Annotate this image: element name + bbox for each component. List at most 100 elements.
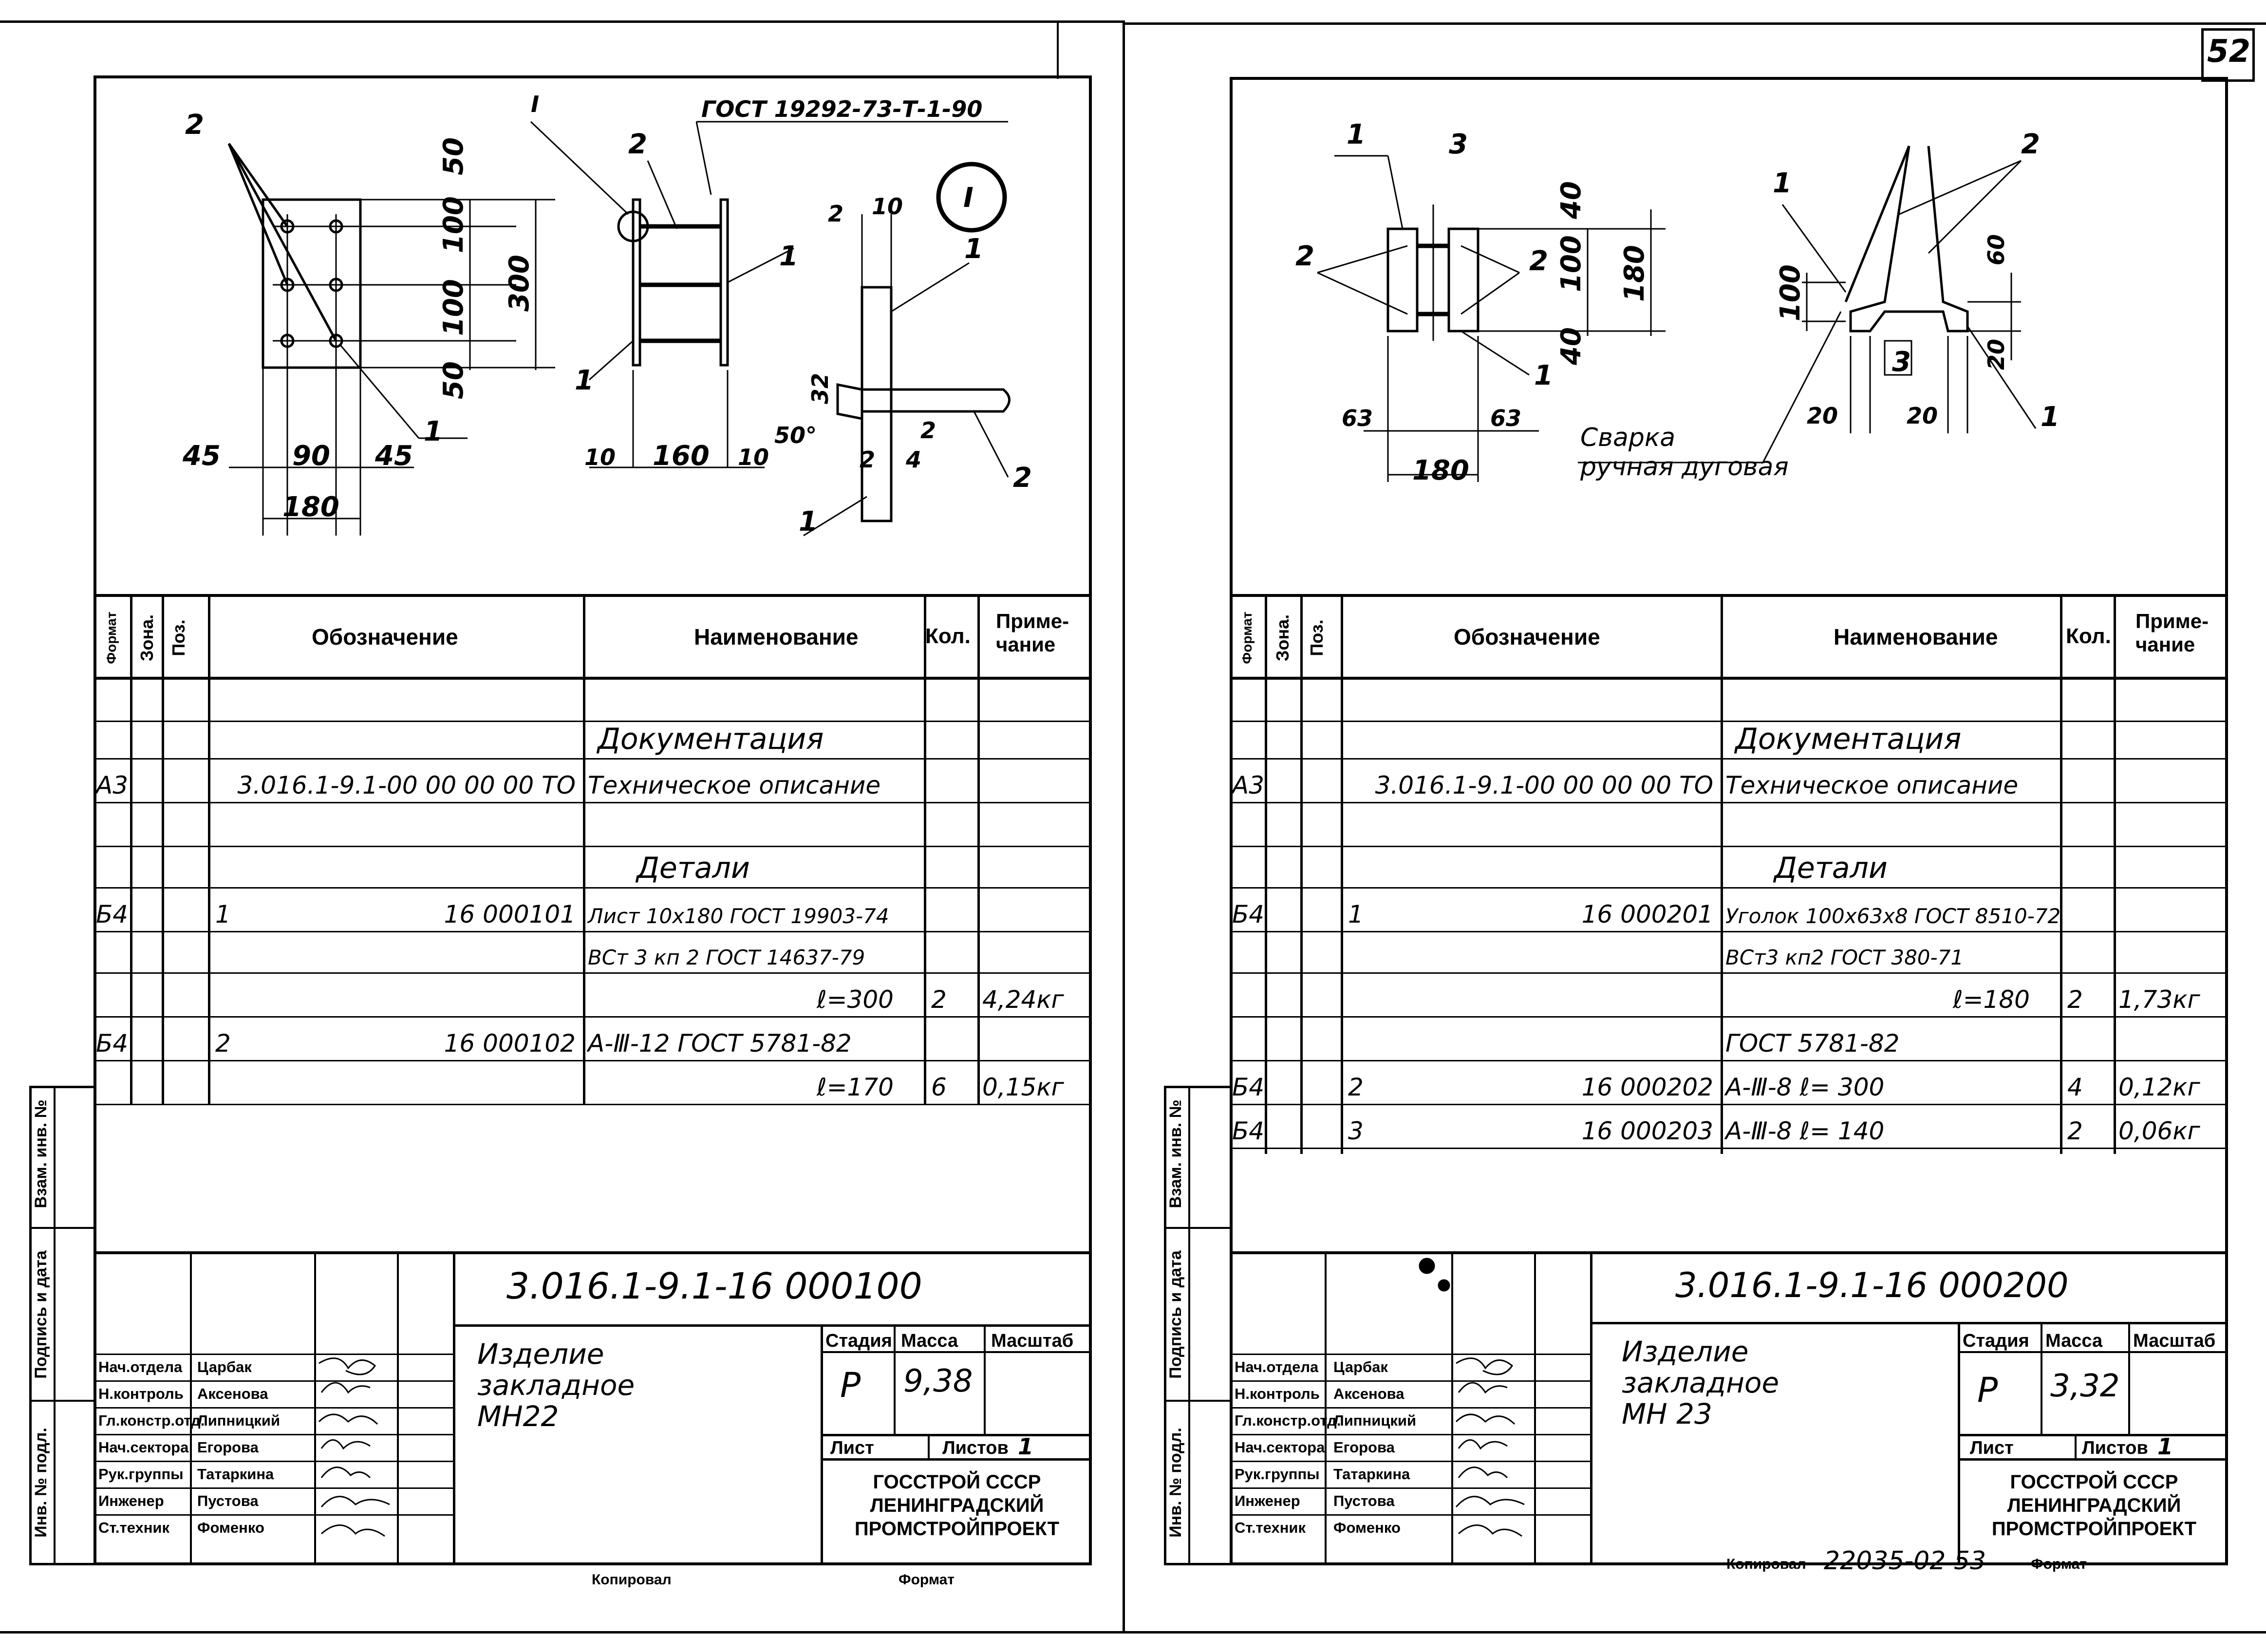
right-tb-sheet-line2 bbox=[1958, 1458, 2228, 1461]
right-tb-v2 bbox=[1958, 1322, 1960, 1565]
left-org: ГОССТРОЙ СССР ЛЕНИНГРАДСКИЙ ПРОМСТРОЙПРО… bbox=[854, 1471, 1060, 1540]
right-hdr-name: Наименование bbox=[1834, 624, 1998, 650]
right-role-name: Липницкий bbox=[1333, 1412, 1417, 1429]
right-row-note: 0,12кг bbox=[2118, 1073, 2200, 1101]
right-row-format: Б4 bbox=[1232, 1117, 1265, 1145]
left-spec-header-bottom bbox=[94, 677, 1092, 680]
right-row-pos: 1 bbox=[1348, 900, 1364, 928]
dim-160: 160 bbox=[653, 440, 710, 472]
left-hdr-note: Приме- чание bbox=[996, 610, 1069, 656]
left-tb-sheet-line bbox=[821, 1434, 1092, 1436]
r-pos-1a: 1 bbox=[1347, 119, 1366, 150]
left-role-name: Царбак bbox=[197, 1358, 252, 1375]
left-row-name: ℓ=170 bbox=[817, 1073, 894, 1101]
r-dim-40b: 40 bbox=[1555, 327, 1587, 366]
right-stage-label: Стадия bbox=[1963, 1331, 2029, 1351]
gost-label: ГОСТ 19292-73-Т-1-90 bbox=[701, 96, 982, 122]
dim-50b: 50 bbox=[438, 361, 469, 399]
left-title: Изделие закладное МН22 bbox=[477, 1337, 635, 1433]
right-role-name: Фоменко bbox=[1333, 1519, 1401, 1536]
left-role-name: Липницкий bbox=[197, 1412, 281, 1429]
right-tb-top bbox=[1230, 1251, 2228, 1254]
right-hdr-qty: Кол. bbox=[2066, 624, 2111, 648]
left-row-pos: 1 bbox=[215, 900, 231, 928]
right-side-stamp-col bbox=[1188, 1086, 1190, 1565]
left-stage: Р bbox=[840, 1365, 861, 1405]
r-dim-60: 60 bbox=[1983, 234, 2009, 265]
r-drawing-note: Сварка ручная дуговая bbox=[1580, 423, 1789, 482]
right-col-line bbox=[2114, 596, 2116, 1154]
right-col-line bbox=[2060, 596, 2062, 1154]
left-plate-holes bbox=[262, 214, 516, 536]
right-row-line bbox=[1230, 887, 2228, 889]
r-pos-2b: 2 bbox=[1529, 245, 1548, 277]
dim-90: 90 bbox=[292, 440, 330, 472]
right-sheets: 1 bbox=[2157, 1433, 2173, 1460]
right-row-pos: 2 bbox=[1348, 1073, 1364, 1101]
left-role-line bbox=[94, 1407, 454, 1409]
left-role-name: Татаркина bbox=[197, 1466, 274, 1483]
right-role-title: Нач.отдела bbox=[1235, 1358, 1319, 1375]
left-role-line bbox=[94, 1434, 454, 1435]
left-side-stamp bbox=[29, 1086, 95, 1565]
right-row-format: А3 bbox=[1232, 771, 1265, 799]
r-pos-2a: 2 bbox=[1295, 241, 1314, 272]
left-role-title: Рук.группы bbox=[98, 1466, 184, 1483]
left-row-designation: 16 000101 bbox=[444, 900, 576, 928]
right-stage: Р bbox=[1977, 1370, 1998, 1410]
right-hdr-designation: Обозначение bbox=[1454, 624, 1600, 650]
right-tb-sheet-line bbox=[1958, 1434, 2228, 1436]
left-role-title: Гл.констр.отд. bbox=[98, 1412, 205, 1429]
left-row-name: Детали bbox=[637, 851, 750, 885]
right-row-note: 0,06кг bbox=[2118, 1117, 2200, 1145]
dim-10c: 10 bbox=[872, 193, 903, 220]
left-role-title: Ст.техник bbox=[98, 1519, 170, 1536]
left-mass-label: Масса bbox=[901, 1331, 958, 1351]
left-col-line bbox=[208, 596, 210, 1105]
left-footer-copy: Копировал bbox=[592, 1572, 672, 1588]
right-row-pos: 3 bbox=[1348, 1117, 1364, 1145]
left-row-name: Техническое описание bbox=[588, 771, 881, 799]
r-pos-2c: 2 bbox=[2021, 129, 2040, 160]
right-role-line bbox=[1230, 1487, 1590, 1489]
right-mass: 3,32 bbox=[2050, 1368, 2120, 1404]
right-org: ГОССТРОЙ СССР ЛЕНИНГРАДСКИЙ ПРОМСТРОЙПРО… bbox=[1991, 1471, 2197, 1540]
right-side-stamp-div2 bbox=[1164, 1400, 1231, 1402]
pos-1a: 1 bbox=[424, 416, 443, 447]
right-col-line bbox=[1721, 596, 1723, 1154]
left-hdr-name: Наименование bbox=[694, 624, 859, 650]
right-tb-v3 bbox=[2041, 1322, 2042, 1434]
right-role-title: Гл.констр.отд. bbox=[1235, 1412, 1341, 1429]
right-row-line bbox=[1230, 802, 2228, 803]
left-role-title: Н.контроль bbox=[98, 1385, 184, 1402]
dim-4: 4 bbox=[905, 446, 921, 473]
right-role-name: Татаркина bbox=[1333, 1466, 1410, 1483]
left-col-line bbox=[583, 596, 585, 1105]
left-sheets-label: Листов bbox=[942, 1438, 1009, 1458]
right-doc-code: 3.016.1-9.1-16 000200 bbox=[1675, 1265, 2069, 1305]
left-row-line bbox=[94, 721, 1092, 722]
r-pos-3a: 3 bbox=[1449, 129, 1468, 160]
left-tb-stage-line bbox=[821, 1351, 1092, 1353]
left-col-line bbox=[977, 596, 980, 1105]
left-tb-v5 bbox=[928, 1434, 930, 1461]
left-row-line bbox=[94, 1104, 1092, 1105]
left-tb-sheet-line2 bbox=[821, 1458, 1092, 1461]
left-col-line bbox=[162, 596, 164, 1105]
pos-2b: 2 bbox=[628, 129, 647, 160]
left-sheet-label: Лист bbox=[830, 1438, 874, 1458]
right-row-name: Уголок 100х63х8 ГОСТ 8510-72 bbox=[1725, 904, 2061, 928]
left-row-line bbox=[94, 887, 1092, 889]
right-role-name: Аксенова bbox=[1333, 1385, 1405, 1402]
dim-100b: 100 bbox=[438, 279, 469, 336]
right-row-line bbox=[1230, 1016, 2228, 1018]
pos-1b: 1 bbox=[779, 241, 798, 272]
r-dim-20c: 20 bbox=[1907, 403, 1938, 429]
right-row-designation: 16 000203 bbox=[1581, 1117, 1713, 1145]
left-scale-label: Масштаб bbox=[991, 1331, 1074, 1351]
pos-2c: 2 bbox=[1013, 462, 1032, 494]
sheet-number-box bbox=[2201, 28, 2255, 82]
